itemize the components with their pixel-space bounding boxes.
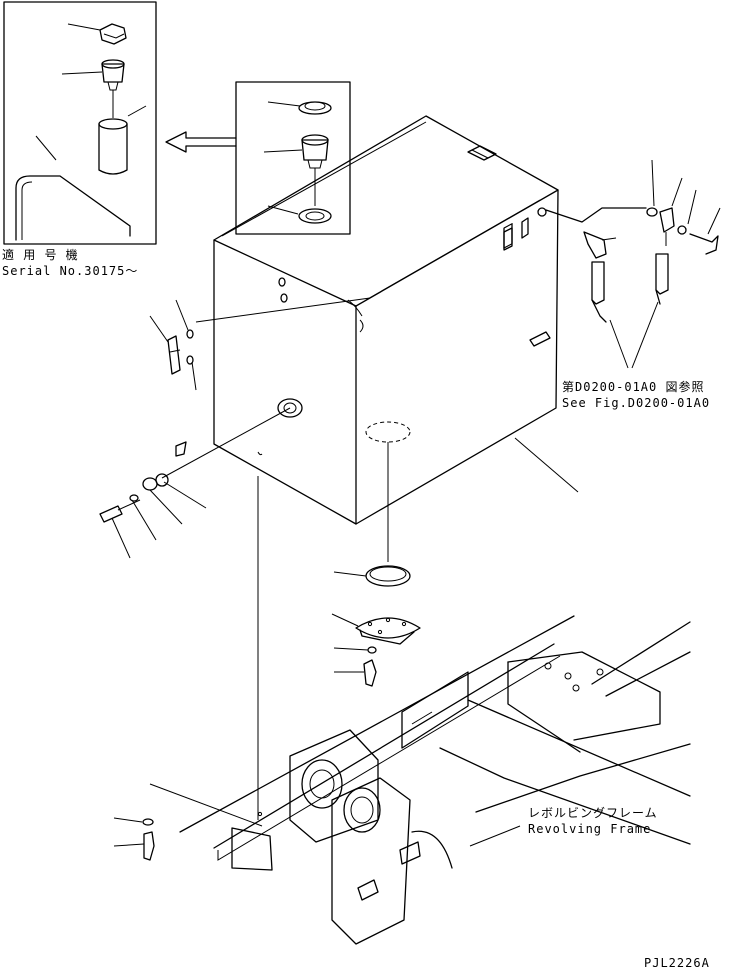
level-gauge-parts bbox=[149, 299, 197, 391]
revolving-frame-en: Revolving Frame bbox=[528, 822, 652, 836]
see-fig-en: See Fig.D0200-01A0 bbox=[562, 396, 711, 410]
inset-serial-variant bbox=[3, 1, 157, 245]
leader-line bbox=[195, 297, 371, 323]
direction-arrow bbox=[165, 131, 237, 153]
revolving-frame-jp: レボルビングフレーム bbox=[528, 806, 658, 820]
return-piping bbox=[537, 159, 721, 369]
hydraulic-tank bbox=[213, 115, 559, 562]
see-fig-jp: 第D0200-01A0 図参照 bbox=[562, 380, 705, 394]
bottom-cover-parts bbox=[331, 565, 421, 687]
frame-leader bbox=[469, 825, 521, 847]
frame-bolts bbox=[113, 817, 155, 861]
revolving-frame bbox=[149, 476, 691, 945]
drain-bolt-group bbox=[99, 407, 291, 559]
drawing-code: PJL2226A bbox=[644, 956, 710, 970]
applicable-serial-jp: 適 用 号 機 bbox=[2, 248, 79, 262]
inset-filler-parts bbox=[235, 81, 351, 235]
serial-number-label: Serial No.30175～ bbox=[2, 264, 139, 278]
